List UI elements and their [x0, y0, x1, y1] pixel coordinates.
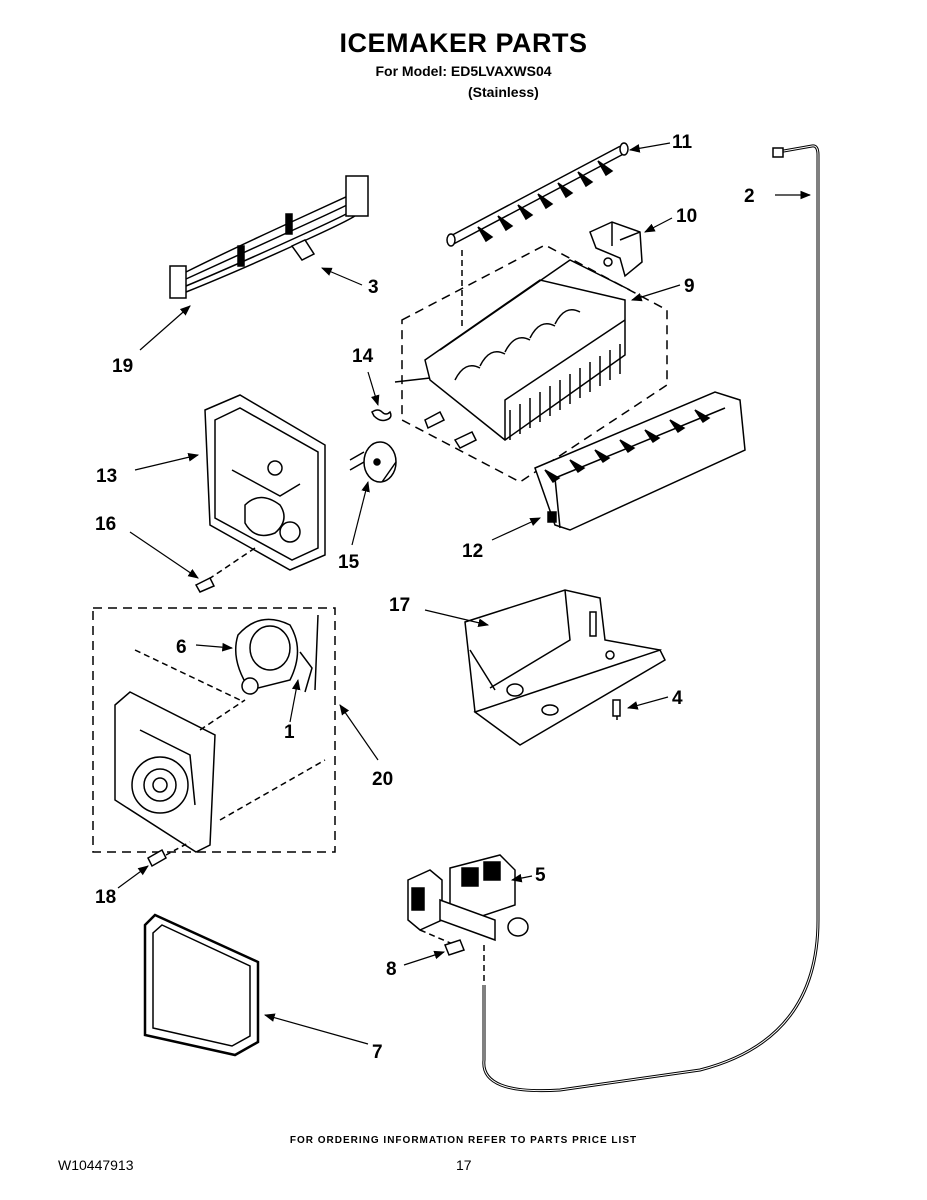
- part-9-mold: [394, 244, 668, 483]
- part-14-spring: [371, 409, 392, 422]
- ordering-note: FOR ORDERING INFORMATION REFER TO PARTS …: [289, 1135, 638, 1146]
- callout-9: 9: [684, 276, 695, 297]
- callout-4: 4: [672, 688, 683, 709]
- part-4-screw: [612, 699, 621, 720]
- part-13-housing: [199, 394, 326, 586]
- page-title: ICEMAKER PARTS: [339, 28, 588, 58]
- part-7-pad: [143, 913, 260, 1057]
- callout-10: 10: [676, 206, 697, 227]
- part-17-base: [464, 589, 666, 746]
- callout-3: 3: [368, 277, 379, 298]
- callout-8: 8: [386, 959, 397, 980]
- part-5-water-valve: [407, 854, 529, 985]
- callout-12: 12: [462, 541, 483, 562]
- part-16-screw: [194, 576, 216, 593]
- part-2-fill-tube: [482, 144, 820, 1093]
- model-line: For Model: ED5LVAXWS04: [375, 63, 552, 79]
- part-3-clip: [290, 239, 316, 261]
- document-number: W10447913: [58, 1157, 134, 1173]
- callout-1: 1: [284, 722, 295, 743]
- part-15-cam: [349, 441, 397, 483]
- callout-19: 19: [112, 356, 133, 377]
- callout-17: 17: [389, 595, 410, 616]
- leader-lines: [117, 142, 812, 1045]
- callout-14: 14: [352, 346, 374, 367]
- part-20-module-assembly: [92, 607, 336, 853]
- part-11-ejector: [446, 142, 629, 247]
- callout-2: 2: [744, 186, 755, 207]
- callout-13: 13: [96, 466, 117, 487]
- callout-15: 15: [338, 552, 360, 573]
- model-variant: (Stainless): [468, 84, 539, 100]
- callout-7: 7: [372, 1042, 383, 1063]
- part-19-wire-harness: [169, 175, 369, 299]
- part-12-cover: [534, 391, 746, 531]
- part-8-screw: [444, 939, 465, 956]
- callout-16: 16: [95, 514, 116, 535]
- callout-11: 11: [672, 132, 693, 153]
- part-18-screw: [147, 841, 191, 868]
- callout-5: 5: [535, 865, 546, 886]
- callout-20: 20: [372, 769, 393, 790]
- page-number: 17: [456, 1157, 472, 1173]
- callout-18: 18: [95, 887, 116, 908]
- part-10-bracket: [589, 221, 643, 278]
- callout-6: 6: [176, 637, 187, 658]
